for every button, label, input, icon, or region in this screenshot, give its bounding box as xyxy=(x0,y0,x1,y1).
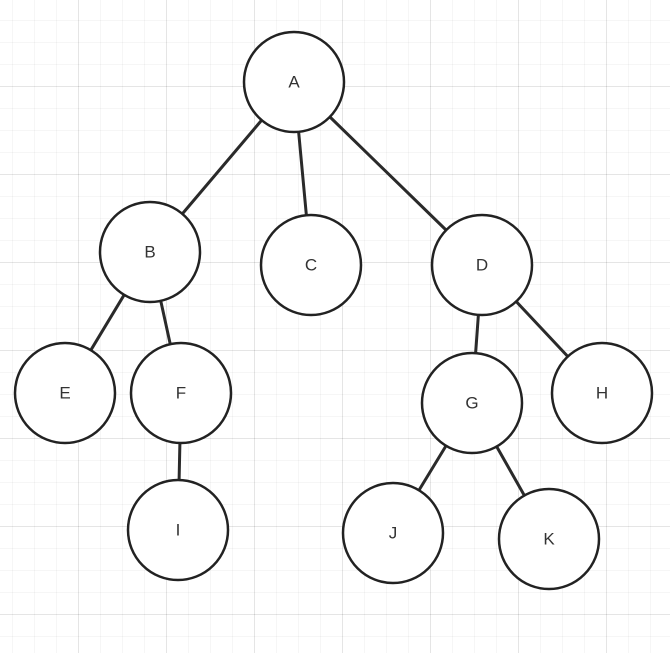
node-circle-k xyxy=(497,487,601,591)
node-label-e: E xyxy=(59,384,70,403)
node-b: B xyxy=(98,200,202,304)
node-circle-b xyxy=(98,200,202,304)
edges-layer xyxy=(89,115,570,497)
node-circle-a xyxy=(242,30,346,134)
node-c: C xyxy=(259,213,363,317)
node-circle-j xyxy=(341,481,445,585)
edge-d-h xyxy=(514,299,570,359)
edge-b-f xyxy=(159,299,172,346)
node-e: E xyxy=(13,341,117,445)
node-i: I xyxy=(126,478,230,582)
node-label-h: H xyxy=(596,384,608,403)
node-label-b: B xyxy=(144,243,155,262)
node-label-a: A xyxy=(288,73,300,92)
edge-d-g xyxy=(474,313,480,355)
node-label-c: C xyxy=(305,256,317,275)
node-label-f: F xyxy=(176,384,186,403)
node-a: A xyxy=(242,30,346,134)
node-circle-c xyxy=(259,213,363,317)
edge-f-i xyxy=(177,441,182,482)
node-j: J xyxy=(341,481,445,585)
node-circle-i xyxy=(126,478,230,582)
node-f: F xyxy=(129,341,233,445)
node-g: G xyxy=(420,351,524,455)
node-circle-f xyxy=(129,341,233,445)
node-label-k: K xyxy=(543,530,555,549)
edge-b-e xyxy=(89,293,126,352)
node-circle-h xyxy=(550,341,654,445)
node-h: H xyxy=(550,341,654,445)
edge-g-j xyxy=(417,444,448,492)
node-circle-d xyxy=(430,213,534,317)
node-circle-e xyxy=(13,341,117,445)
node-k: K xyxy=(497,487,601,591)
node-label-d: D xyxy=(476,256,488,275)
edge-g-k xyxy=(495,445,526,497)
node-label-i: I xyxy=(176,521,181,540)
edge-a-b xyxy=(180,118,264,216)
edge-a-d xyxy=(328,115,448,232)
node-label-j: J xyxy=(389,524,398,543)
nodes-layer: A B C D E F G H I J K xyxy=(13,30,654,591)
node-circle-g xyxy=(420,351,524,455)
edge-a-c xyxy=(297,130,308,217)
node-label-g: G xyxy=(465,394,478,413)
node-d: D xyxy=(430,213,534,317)
